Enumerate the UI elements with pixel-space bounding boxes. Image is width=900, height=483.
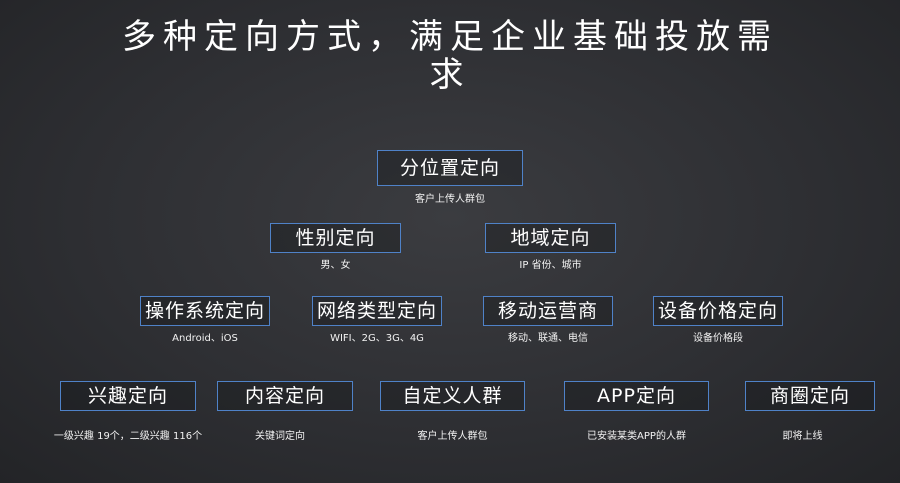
- node-business-district-targeting-desc: 即将上线: [782, 431, 823, 442]
- node-app-targeting-desc: 已安装某类APP的人群: [587, 431, 686, 442]
- node-custom-audience: 自定义人群: [380, 381, 525, 411]
- node-gender-targeting-desc: 男、女: [320, 260, 351, 271]
- node-os-targeting-desc: Android、iOS: [172, 333, 238, 344]
- node-content-targeting: 内容定向: [217, 381, 353, 411]
- node-carrier-targeting-desc: 移动、联通、电信: [508, 333, 588, 344]
- node-device-price-targeting-desc: 设备价格段: [693, 333, 743, 344]
- node-network-targeting: 网络类型定向: [312, 296, 442, 326]
- node-region-targeting: 地域定向: [485, 223, 616, 253]
- title-line-2: 求: [429, 55, 471, 95]
- node-business-district-targeting: 商圈定向: [745, 381, 875, 411]
- node-network-targeting-desc: WIFI、2G、3G、4G: [330, 333, 424, 344]
- node-custom-audience-desc: 客户上传人群包: [417, 431, 488, 442]
- title-line-1: 多种定向方式，满足企业基础投放需: [122, 17, 778, 57]
- node-position-targeting: 分位置定向: [377, 150, 523, 186]
- node-carrier-targeting: 移动运营商: [483, 296, 613, 326]
- node-interest-targeting-desc: 一级兴趣 19个，二级兴趣 116个: [53, 431, 203, 442]
- node-region-targeting-desc: IP 省份、城市: [519, 260, 582, 271]
- node-interest-targeting: 兴趣定向: [60, 381, 196, 411]
- node-device-price-targeting: 设备价格定向: [653, 296, 783, 326]
- node-gender-targeting: 性别定向: [270, 223, 401, 253]
- page-title: 多种定向方式，满足企业基础投放需 求: [0, 18, 900, 94]
- node-content-targeting-desc: 关键词定向: [255, 431, 305, 442]
- node-position-targeting-desc: 客户上传人群包: [415, 194, 485, 205]
- node-os-targeting: 操作系统定向: [140, 296, 270, 326]
- node-app-targeting: APP定向: [564, 381, 709, 411]
